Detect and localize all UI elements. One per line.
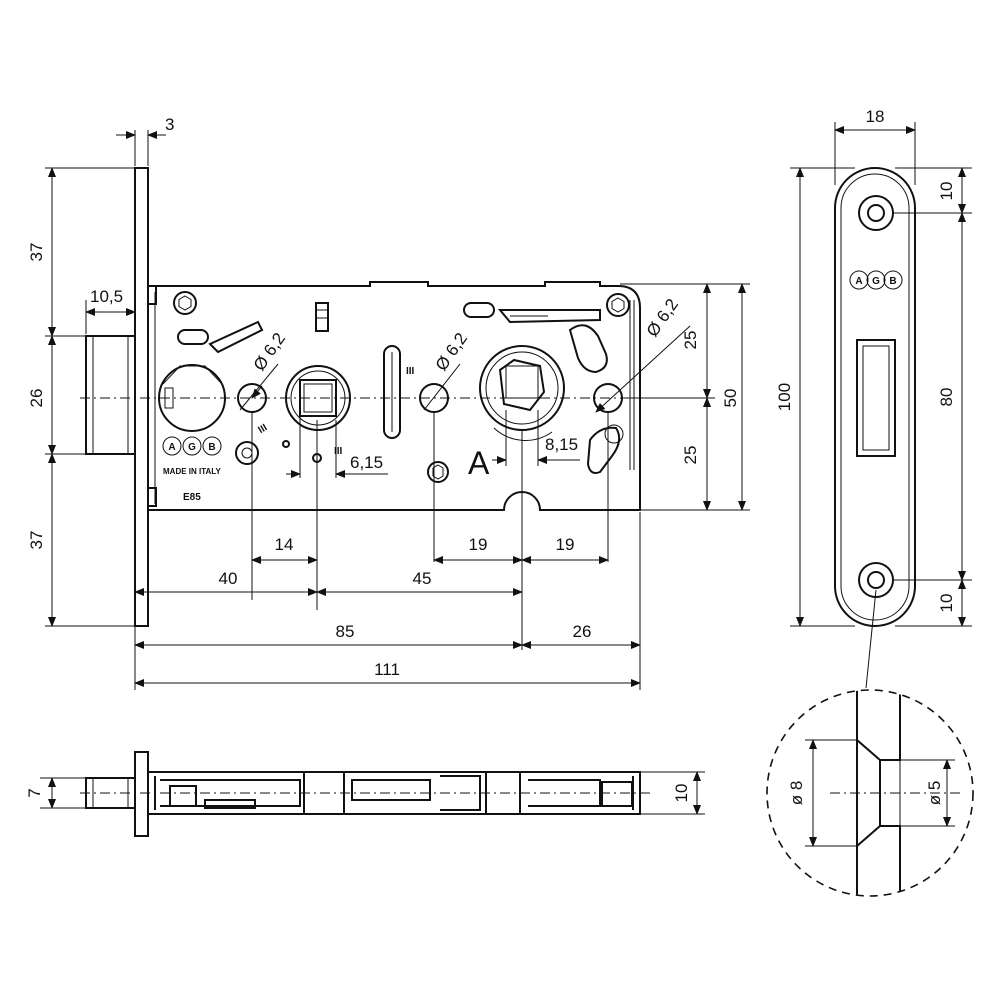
dim-faceplate-thickness: 3 xyxy=(165,115,174,134)
dim-hole-left: Ø 6,2 xyxy=(250,329,289,374)
dim-backset-40: 40 xyxy=(219,569,238,588)
dim-faceplate-height: 100 xyxy=(775,383,794,411)
dim-body-thickness: 10 xyxy=(672,784,691,803)
made-in-italy: MADE IN ITALY xyxy=(163,467,221,476)
dim-square-615: 6,15 xyxy=(350,453,383,472)
logo-letter-g: G xyxy=(872,276,880,287)
latch-bolt xyxy=(85,335,136,455)
dim-hole-center: Ø 6,2 xyxy=(432,329,471,374)
dim-outer-dia: ø 8 xyxy=(787,781,806,806)
roman-mark-left: III xyxy=(257,422,270,436)
logo-letter-a: A xyxy=(168,442,175,453)
letter-a-marking: A xyxy=(468,445,490,481)
dim-spacing-19-left: 19 xyxy=(469,535,488,554)
roman-mark-center: III xyxy=(334,446,343,457)
dim-latch-projection: 10,5 xyxy=(90,287,123,306)
dim-half-lower: 25 xyxy=(681,446,700,465)
dim-distance-85: 85 xyxy=(336,622,355,641)
dim-latch-height: 26 xyxy=(27,389,46,408)
dim-bolt-height: 7 xyxy=(25,788,44,797)
logo-letter-b: B xyxy=(889,276,896,287)
spindle-hub-left xyxy=(285,365,351,431)
faceplate-edge xyxy=(134,167,149,627)
dim-spacing-14: 14 xyxy=(275,535,294,554)
side-view: 7 10 xyxy=(25,751,705,837)
dim-bottom-offset: 10 xyxy=(937,594,956,613)
dim-lower-edge: 37 xyxy=(27,531,46,550)
logo-letter-b: B xyxy=(208,442,215,453)
faceplate-view: A G B 18 100 10 80 10 xyxy=(775,107,972,689)
latch-follower xyxy=(158,364,226,432)
dim-case-height: 50 xyxy=(721,389,740,408)
dim-hole-spacing: 80 xyxy=(937,388,956,407)
brand-logo-front: A G B xyxy=(162,436,222,456)
dim-distance-45: 45 xyxy=(413,569,432,588)
model-label: E85 xyxy=(183,492,201,503)
dim-overall-111: 111 xyxy=(374,660,400,679)
dim-half-upper: 25 xyxy=(681,331,700,350)
spindle-hub-main xyxy=(479,345,565,431)
dim-upper-edge: 37 xyxy=(27,243,46,262)
lock-case xyxy=(148,281,641,511)
dim-inner-dia: ø 5 xyxy=(925,781,944,806)
brand-logo-faceplate: A G B xyxy=(849,270,903,290)
front-view: A G B MADE IN ITALY E85 A III III III 3 … xyxy=(27,115,750,690)
latch-window xyxy=(856,339,896,457)
faceplate-outline xyxy=(834,167,916,627)
dim-spacing-19-right: 19 xyxy=(556,535,575,554)
dim-rear-26: 26 xyxy=(573,622,592,641)
dim-square-815: 8,15 xyxy=(545,435,578,454)
dim-hole-right: Ø 6,2 xyxy=(643,295,682,340)
dim-faceplate-width: 18 xyxy=(866,107,885,126)
dim-top-offset: 10 xyxy=(937,182,956,201)
logo-letter-g: G xyxy=(188,442,196,453)
roman-mark-top: III xyxy=(406,366,415,377)
logo-letter-a: A xyxy=(855,276,862,287)
detail-view: ø 8 ø 5 xyxy=(766,689,974,897)
